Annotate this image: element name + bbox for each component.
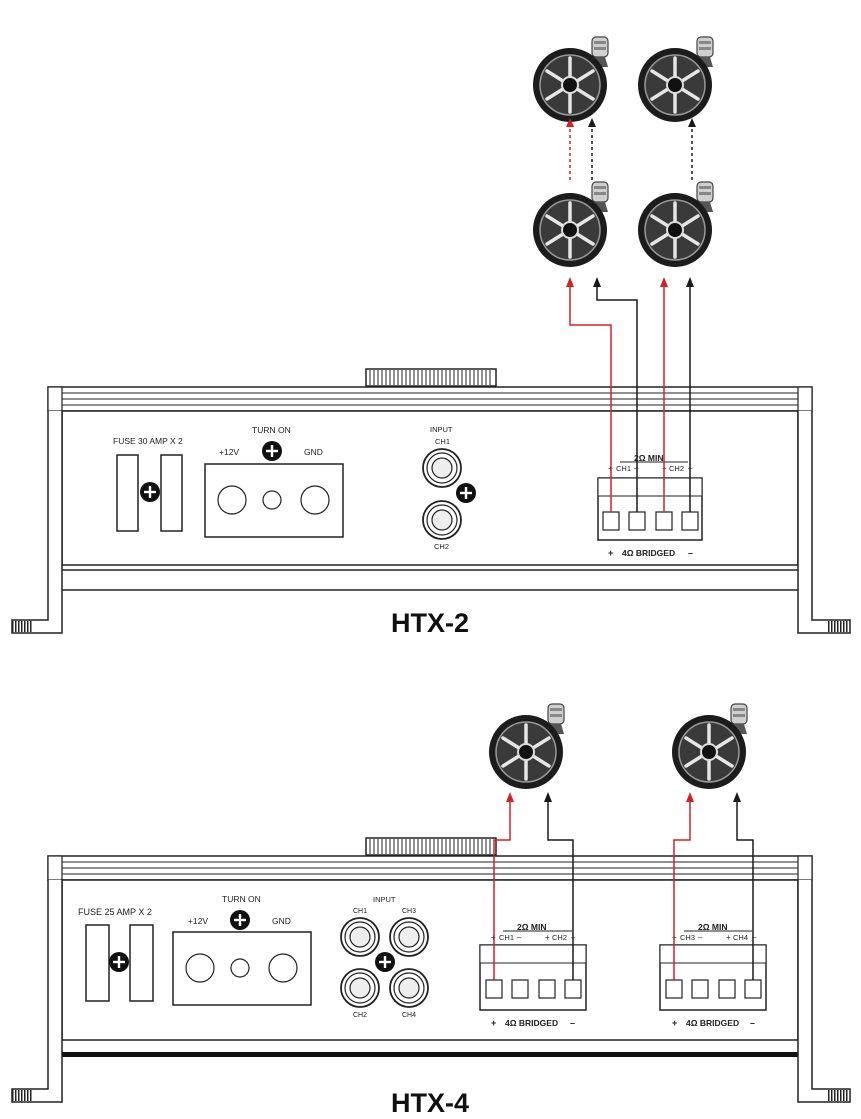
rca-jack-icon bbox=[422, 448, 462, 488]
htx4-g1-ch-a-label: CH1 bbox=[499, 933, 514, 942]
htx4-g1-bridged-minus: – bbox=[570, 1018, 575, 1028]
htx4-gnd-label: GND bbox=[272, 916, 291, 926]
htx2-turn-on-label: TURN ON bbox=[252, 425, 291, 435]
rca-jack-icon bbox=[389, 968, 429, 1008]
htx4-input-ch4-label: CH4 bbox=[402, 1012, 416, 1019]
htx2-input-label: INPUT bbox=[430, 425, 453, 434]
htx4-turn-on-label: TURN ON bbox=[222, 894, 261, 904]
htx4-g2-ch-b-label: CH4 bbox=[733, 933, 748, 942]
htx4-model-title: HTX-4 bbox=[391, 1088, 469, 1118]
htx4-fuse-right bbox=[129, 924, 154, 1002]
htx2-bridged-label: 4Ω BRIDGED bbox=[622, 548, 675, 558]
ground-screw-icon bbox=[260, 439, 284, 463]
htx4-amplifier: FUSE 25 AMP X 2 TURN ON +12V GND INPUT C… bbox=[11, 837, 851, 1118]
htx2-gnd-label: GND bbox=[304, 447, 323, 457]
htx4-g2-bridged-plus: + bbox=[672, 1018, 677, 1028]
htx4-g1-bridged-label: 4Ω BRIDGED bbox=[505, 1018, 558, 1028]
htx4-g1-bridged-plus: + bbox=[491, 1018, 496, 1028]
htx4-g2-min-label: 2Ω MIN bbox=[698, 922, 727, 932]
htx4-g1-ch-a-minus: – bbox=[517, 933, 522, 942]
speaker-icon bbox=[487, 702, 566, 791]
htx2-ch1-label: CH1 bbox=[616, 464, 631, 473]
htx2-input-ch1-label: CH1 bbox=[435, 437, 450, 446]
htx4-input-ch1-label: CH1 bbox=[353, 908, 367, 915]
htx4-g2-ch-b-plus: + bbox=[726, 933, 731, 942]
htx2-bridged-plus: + bbox=[608, 548, 613, 558]
htx2-amplifier: FUSE 30 AMP X 2 TURN ON +12V GND INPUT C… bbox=[11, 368, 851, 638]
speaker-icon bbox=[636, 35, 715, 124]
htx4-g1-ch-b-label: CH2 bbox=[552, 933, 567, 942]
htx4-plus12-label: +12V bbox=[188, 916, 208, 926]
ground-screw-icon bbox=[373, 950, 397, 974]
htx4-g2-ch-b-minus: – bbox=[752, 933, 757, 942]
htx4-g2-ch-a-minus: – bbox=[698, 933, 703, 942]
htx4-input-ch2-label: CH2 bbox=[353, 1012, 367, 1019]
htx4-g1-min-label: 2Ω MIN bbox=[517, 922, 546, 932]
htx4-g2-bridged-label: 4Ω BRIDGED bbox=[686, 1018, 739, 1028]
htx2-bridged-minus: – bbox=[688, 548, 693, 558]
rca-jack-icon bbox=[340, 917, 380, 957]
htx4-g2-bridged-minus: – bbox=[750, 1018, 755, 1028]
ground-screw-icon bbox=[138, 480, 162, 504]
htx2-plus12-label: +12V bbox=[219, 447, 239, 457]
speaker-icon bbox=[531, 35, 610, 124]
htx2-fuse-left bbox=[116, 454, 139, 532]
htx4-wiring bbox=[493, 792, 754, 980]
htx2-min-label: 2Ω MIN bbox=[634, 453, 663, 463]
htx2-input-ch2-label: CH2 bbox=[434, 542, 449, 551]
ground-screw-icon bbox=[107, 950, 131, 974]
htx4-g1-ch-b-plus: + bbox=[545, 933, 550, 942]
htx4-fuse-left bbox=[85, 924, 110, 1002]
htx4-input-ch3-label: CH3 bbox=[402, 908, 416, 915]
htx4-fuse-label: FUSE 25 AMP X 2 bbox=[78, 907, 152, 917]
rca-jack-icon bbox=[422, 500, 462, 540]
rca-jack-icon bbox=[389, 917, 429, 957]
htx2-fuse-label: FUSE 30 AMP X 2 bbox=[113, 436, 183, 446]
htx4-g2-ch-a-label: CH3 bbox=[680, 933, 695, 942]
rca-jack-icon bbox=[340, 968, 380, 1008]
htx2-ch2-label: CH2 bbox=[669, 464, 684, 473]
speaker-icon bbox=[531, 180, 610, 269]
htx2-model-title: HTX-2 bbox=[391, 608, 469, 638]
ground-screw-icon bbox=[454, 481, 478, 505]
htx4-input-label: INPUT bbox=[373, 895, 396, 904]
htx2-wiring bbox=[566, 118, 696, 512]
speaker-icon bbox=[636, 180, 715, 269]
htx2-fuse-right bbox=[160, 454, 183, 532]
speaker-icon bbox=[670, 702, 749, 791]
ground-screw-icon bbox=[228, 908, 252, 932]
